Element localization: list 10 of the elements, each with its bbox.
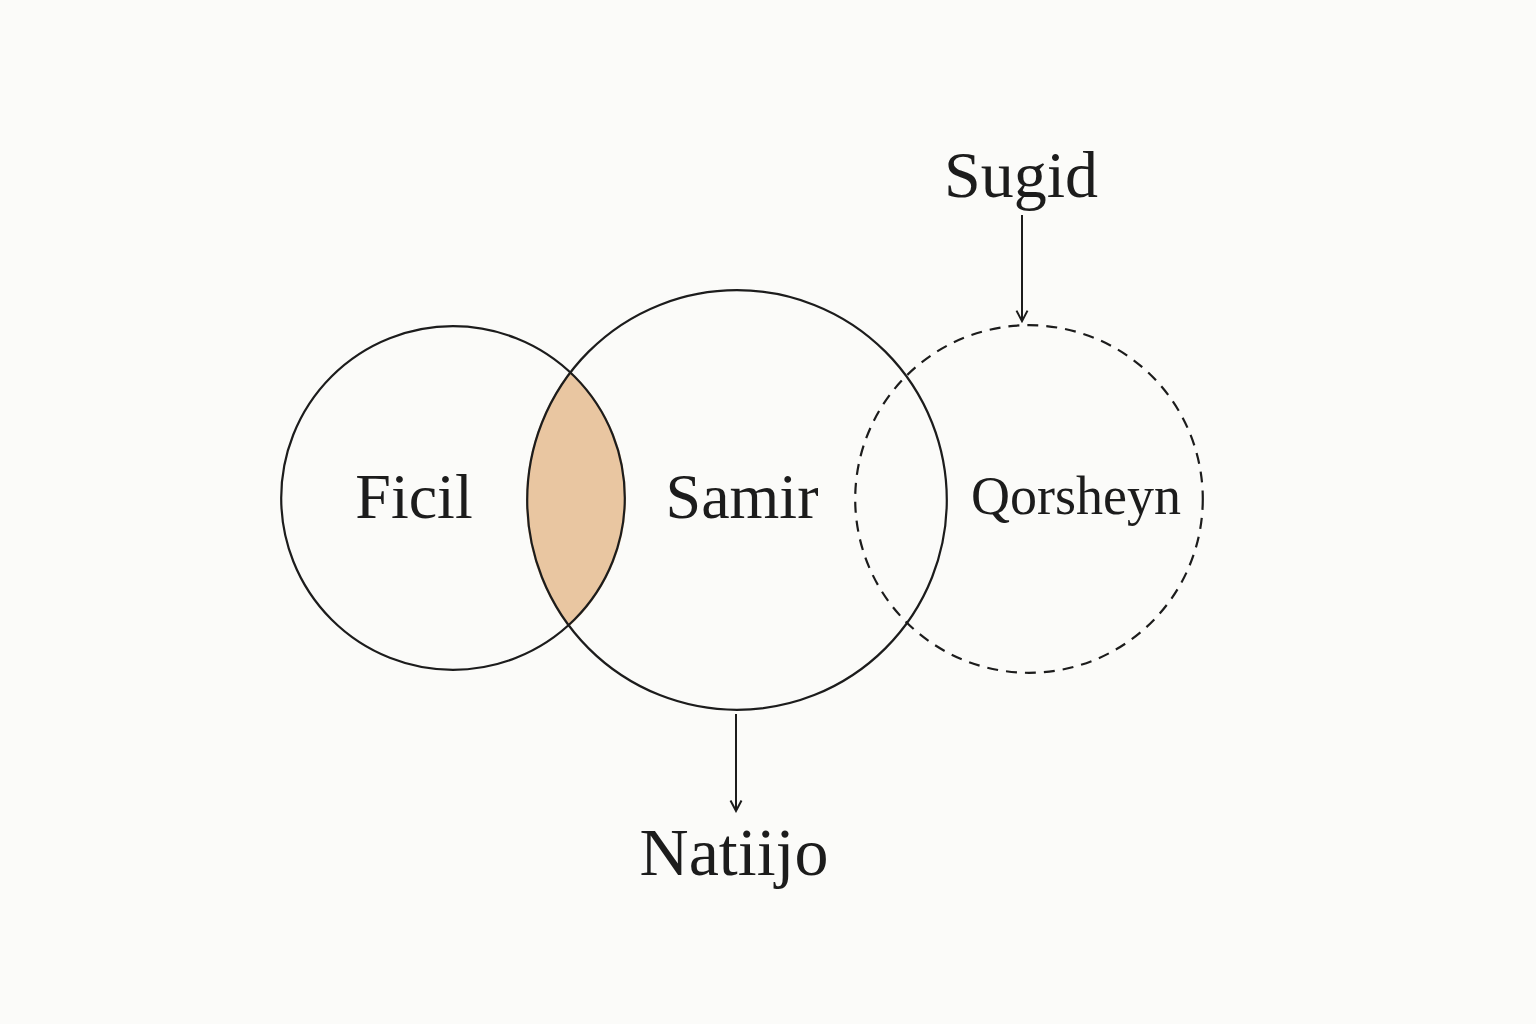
set-label: Ficil: [355, 461, 473, 533]
arrow: [729, 713, 743, 812]
set-label: Samir: [665, 461, 819, 533]
venn-circle: [280, 325, 626, 671]
annotation-label: Natiijo: [639, 813, 829, 891]
set-label: Qorsheyn: [971, 467, 1181, 527]
venn-circle: [526, 289, 948, 711]
dashed-circle: [854, 324, 1204, 674]
annotation-label: Sugid: [944, 138, 1098, 212]
arrow: [1015, 213, 1029, 323]
